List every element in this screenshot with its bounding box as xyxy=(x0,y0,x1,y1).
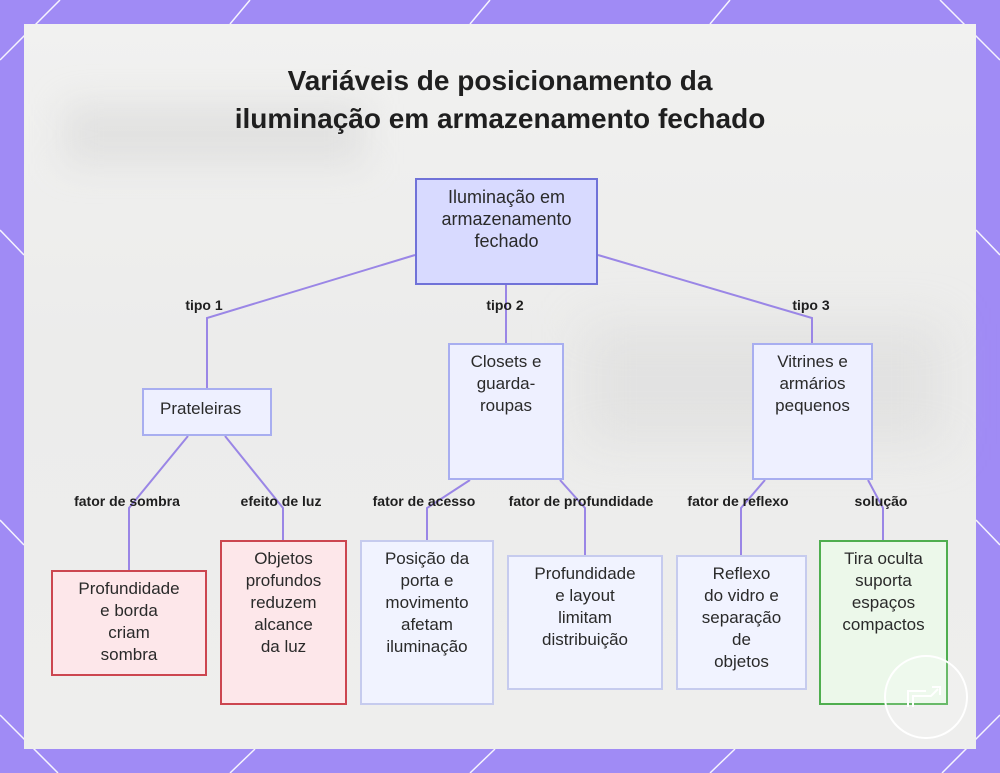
edge-label-type2: tipo 2 xyxy=(486,297,523,313)
logo-badge xyxy=(884,655,968,739)
edge-vitrines-glass xyxy=(741,480,765,555)
vitrines-node: Vitrines e armários pequenos xyxy=(752,343,873,480)
edge-label-type3: tipo 3 xyxy=(792,297,829,313)
edge-vitrines-strip xyxy=(868,480,883,540)
edge-label-access-factor: fator de acesso xyxy=(373,493,476,509)
edge-label-solution: solução xyxy=(855,493,908,509)
closets-node: Closets e guarda- roupas xyxy=(448,343,564,480)
shelves-node: Prateleiras xyxy=(142,388,272,436)
edge-closets-depth xyxy=(560,480,585,555)
door-position-node: Posição da porta e movimento afetam ilum… xyxy=(360,540,494,705)
deep-objects-node: Objetos profundos reduzem alcance da luz xyxy=(220,540,347,705)
edge-label-type1: tipo 1 xyxy=(185,297,222,313)
edge-root-vitrines xyxy=(598,255,812,343)
root-node: Iluminação em armazenamento fechado xyxy=(415,178,598,285)
edge-label-reflection-factor: fator de reflexo xyxy=(687,493,788,509)
edge-label-shadow-factor: fator de sombra xyxy=(74,493,180,509)
edge-root-shelves xyxy=(207,255,415,388)
logo-icon xyxy=(886,657,966,737)
shadow-depth-node: Profundidade e borda criam sombra xyxy=(51,570,207,676)
edge-shelves-deep xyxy=(225,436,283,540)
edge-closets-door xyxy=(427,480,470,540)
depth-layout-node: Profundidade e layout limitam distribuiç… xyxy=(507,555,663,690)
edge-label-depth-factor: fator de profundidade xyxy=(509,493,654,509)
edge-label-light-effect: efeito de luz xyxy=(241,493,322,509)
glass-reflection-node: Reflexo do vidro e separação de objetos xyxy=(676,555,807,690)
